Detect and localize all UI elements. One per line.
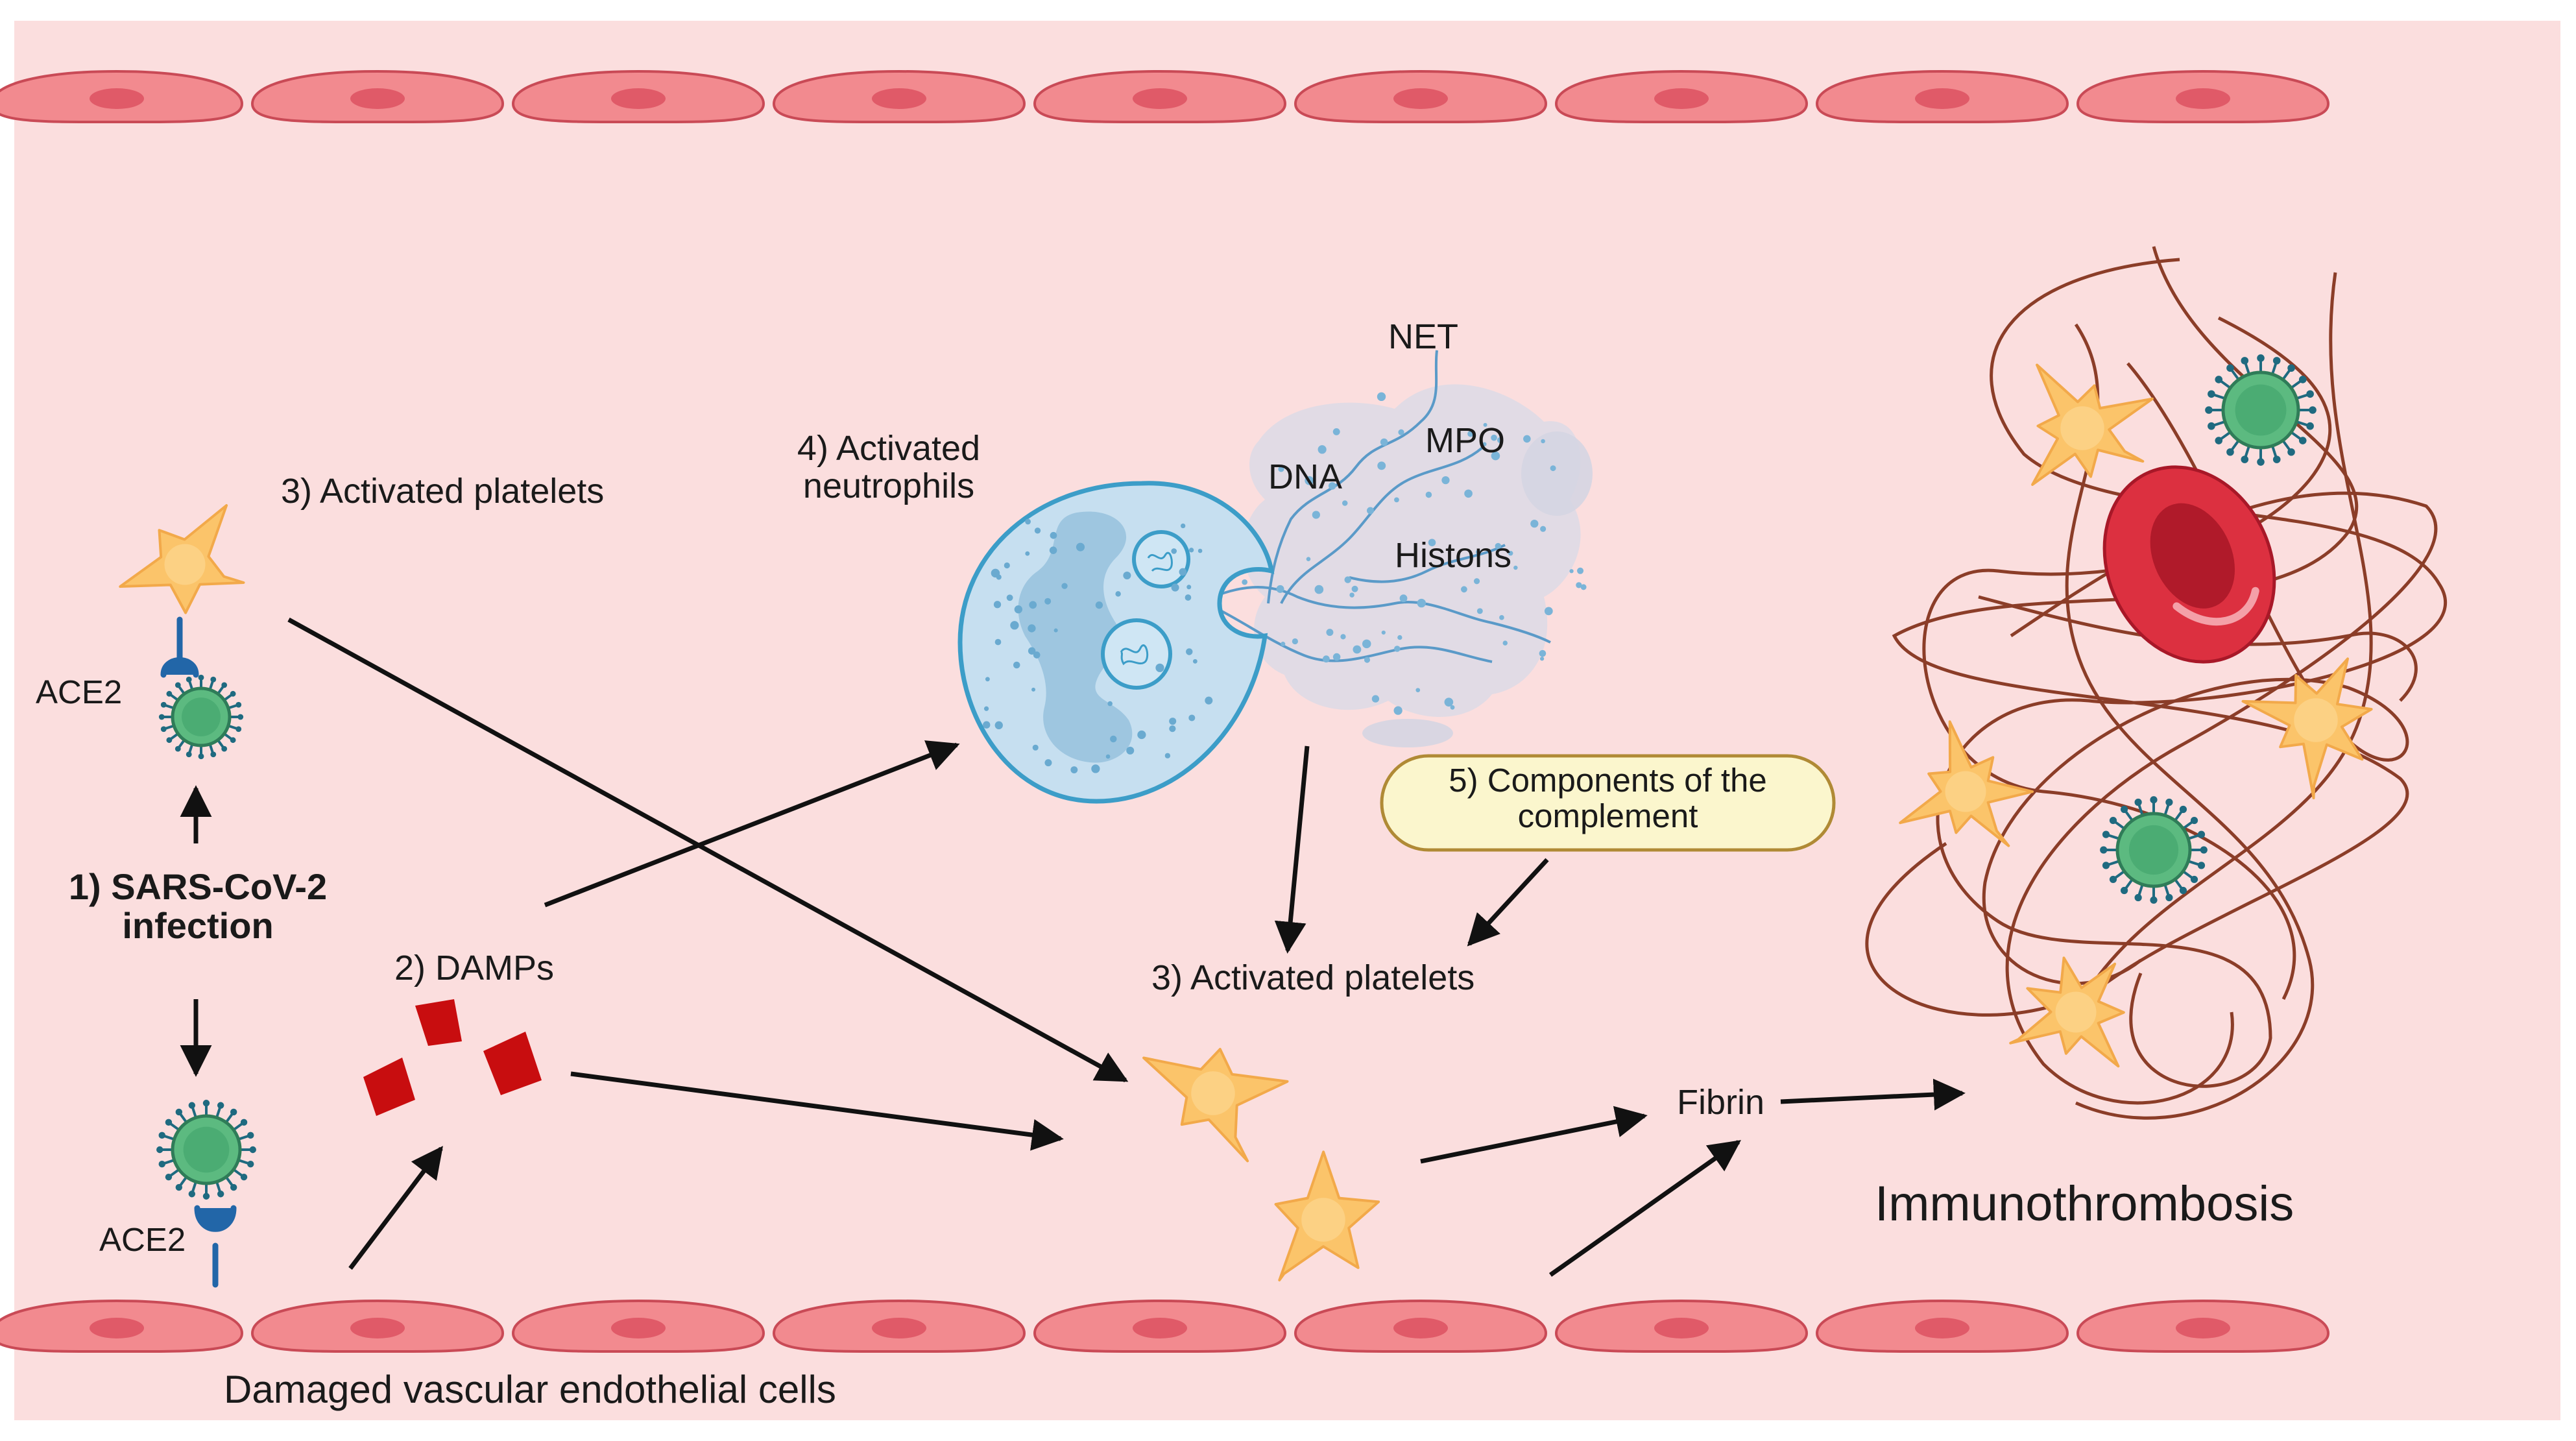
endothelial-cell-icon — [511, 1299, 765, 1353]
virus-group — [156, 354, 2317, 1200]
endothelial-cell-icon — [1554, 69, 1809, 124]
endothelial-cell-icon — [1294, 1299, 1548, 1353]
mpo-label: MPO — [1425, 421, 1506, 460]
endothelial-cells-label: Damaged vascular endothelial cells — [224, 1368, 836, 1411]
endothelial-cell-icon — [1033, 69, 1287, 124]
endothelial-cells-bottom — [0, 1299, 2330, 1353]
arrow-icon — [180, 617, 1966, 1277]
fibrin-label: Fibrin — [1677, 1083, 1765, 1122]
damp-icon — [363, 999, 542, 1116]
vessel-background — [14, 21, 2560, 1420]
damps-label: 2) DAMPs — [394, 949, 555, 987]
ace2-top-label: ACE2 — [36, 673, 123, 710]
virus-icon — [156, 1100, 256, 1200]
endothelial-cell-icon — [511, 69, 765, 124]
endothelial-cell-icon — [1033, 1299, 1287, 1353]
net-label: NET — [1388, 317, 1458, 356]
endothelial-cell-icon — [1294, 69, 1548, 124]
endothelial-cell-icon — [1554, 1299, 1809, 1353]
ace2-receptor-icon — [160, 616, 199, 678]
endothelial-cell-icon — [1815, 69, 2069, 124]
endothelial-cell-icon — [250, 1299, 505, 1353]
virus-icon — [158, 674, 244, 760]
activated-neutrophils-label: 4) Activated neutrophils — [797, 429, 981, 506]
endothelial-cell-icon — [2076, 69, 2330, 124]
virus-icon — [2205, 354, 2317, 466]
platelet-icon — [2241, 657, 2373, 799]
platelet-icon — [1142, 1048, 1289, 1163]
red-blood-cell-icon — [2102, 465, 2276, 664]
virus-icon — [2100, 796, 2208, 904]
sars-infection-label: 1) SARS-CoV-2 infection — [68, 866, 328, 947]
net-icon — [1212, 350, 1593, 747]
complement-label: 5) Components of the complement — [1449, 762, 1767, 835]
platelet-icon — [2031, 363, 2154, 486]
platelet-icon — [1274, 1150, 1380, 1281]
endothelial-cell-icon — [250, 69, 505, 124]
endothelial-cells-top — [0, 69, 2330, 124]
ace2-bottom-label: ACE2 — [99, 1221, 186, 1258]
platelet-icon — [119, 504, 245, 614]
platelet-icon — [1899, 720, 2034, 847]
ace2-receptor-icon — [194, 1205, 237, 1288]
endothelial-cell-icon — [772, 69, 1026, 124]
activated-platelets-mid-label: 3) Activated platelets — [1151, 958, 1475, 997]
activated-platelets-top-label: 3) Activated platelets — [281, 472, 605, 511]
endothelial-cell-icon — [0, 1299, 244, 1353]
endothelial-cell-icon — [1815, 1299, 2069, 1353]
neutrophil-icon — [957, 481, 1275, 804]
endothelial-cell-icon — [2076, 1299, 2330, 1353]
platelet-group — [119, 363, 2373, 1281]
dna-label: DNA — [1268, 457, 1343, 496]
endothelial-cell-icon — [0, 69, 244, 124]
platelet-icon — [2009, 956, 2125, 1068]
complement-box — [1380, 754, 1836, 852]
immunothrombosis-label: Immunothrombosis — [1875, 1176, 2294, 1231]
histons-label: Histons — [1395, 536, 1512, 575]
endothelial-cell-icon — [772, 1299, 1026, 1353]
